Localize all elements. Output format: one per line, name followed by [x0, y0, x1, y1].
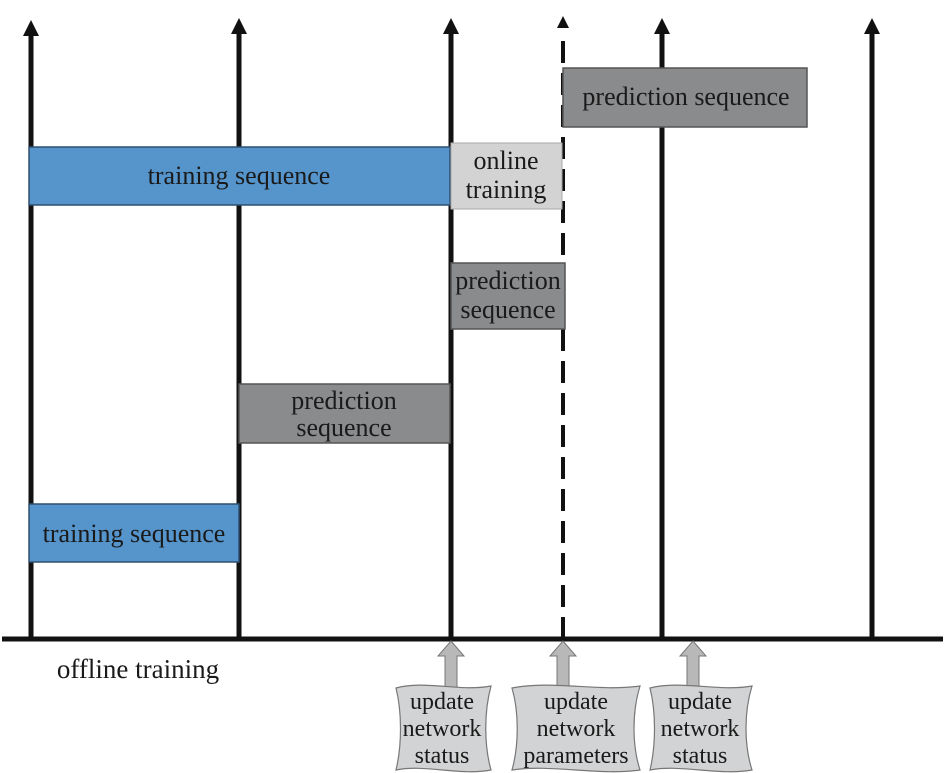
dashed-time-marker — [557, 16, 569, 639]
update-note-3: update network status — [649, 640, 753, 773]
update-note-2: update network parameters — [511, 640, 641, 773]
online-training-box — [450, 142, 563, 210]
prediction-sequence-3-label: prediction sequence — [582, 82, 789, 111]
online-training-line-2: training — [466, 175, 547, 204]
offline-training-caption: offline training — [57, 654, 219, 684]
training-sequence-label-bottom: training sequence — [43, 519, 226, 548]
time-marker-5-arrowhead — [654, 18, 670, 34]
update-arrow-3 — [678, 640, 708, 693]
update-note-3-shape — [649, 684, 753, 773]
update-arrow-1 — [436, 640, 466, 693]
time-marker-1-arrowhead — [23, 20, 39, 36]
update-note-1-shape — [395, 684, 492, 773]
update-note-3-line-1: update — [668, 689, 732, 715]
update-note-3-line-3: status — [673, 743, 728, 769]
update-note-2-shape — [511, 684, 641, 773]
prediction-sequence-box-2 — [450, 262, 566, 330]
update-note-1: update network status — [395, 640, 492, 773]
update-note-2-line-1: update — [544, 689, 608, 715]
update-note-1-line-1: update — [410, 689, 474, 715]
update-note-3-line-2: network — [661, 716, 740, 742]
prediction-sequence-box-3 — [562, 67, 808, 128]
training-sequence-box-top — [28, 146, 451, 206]
prediction-sequence-2-line-2: sequence — [460, 295, 555, 324]
online-training-line-1: online — [474, 146, 539, 175]
sequence-boxes: training sequence prediction sequence tr… — [28, 67, 808, 563]
update-arrow-2 — [548, 640, 578, 693]
time-marker-3-arrowhead — [443, 18, 459, 34]
update-note-2-line-3: parameters — [523, 743, 628, 769]
prediction-sequence-1-line-1: prediction — [291, 386, 396, 415]
time-marker-4-arrowhead — [557, 16, 569, 28]
update-notes: update network status update network par… — [395, 640, 753, 773]
time-marker-2-arrowhead — [231, 18, 247, 34]
time-marker-6-arrowhead — [864, 18, 880, 34]
prediction-sequence-1-line-2: sequence — [296, 413, 391, 442]
update-note-2-line-2: network — [537, 716, 616, 742]
update-note-1-line-3: status — [415, 743, 470, 769]
prediction-sequence-box-1 — [238, 383, 451, 444]
training-sequence-box-bottom — [28, 503, 240, 563]
update-note-1-line-2: network — [403, 716, 482, 742]
prediction-sequence-2-line-1: prediction — [455, 266, 560, 295]
training-sequence-label-top: training sequence — [148, 161, 331, 190]
